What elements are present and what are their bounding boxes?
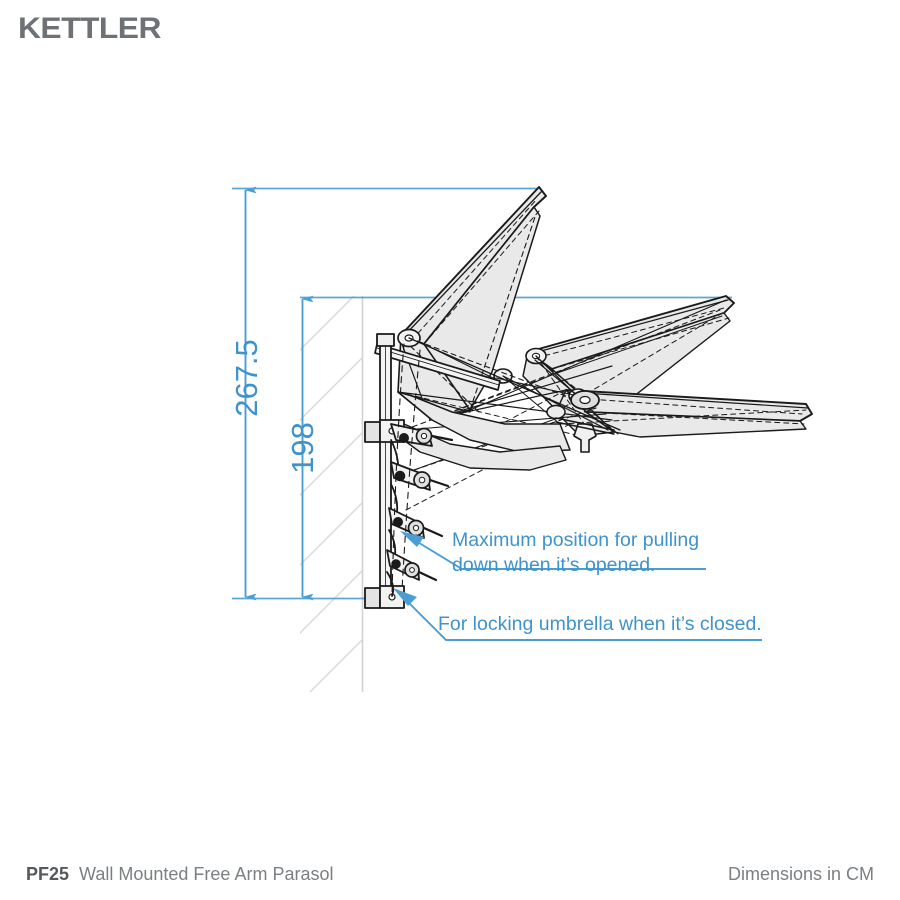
- dimension-label-overall-height: 267.5: [228, 339, 264, 417]
- wall-bracket-bottom: [364, 585, 405, 609]
- dimension-label-open-height: 198: [284, 422, 320, 474]
- leader-max-pull-down: [410, 537, 706, 570]
- dimension-198: [300, 295, 732, 601]
- leader-arrowhead-max: [400, 531, 424, 547]
- canopy-raised: [397, 186, 547, 421]
- kettler-logo: KETTLER: [18, 12, 161, 45]
- leader-arrowhead-lock: [393, 588, 417, 606]
- callout-max-pull-down: Maximum position for pulling down when i…: [452, 529, 700, 576]
- arm-segments: [386, 343, 454, 597]
- support-strut-upper: [374, 343, 501, 391]
- callout-leaders: [393, 531, 762, 641]
- product-name: Wall Mounted Free Arm Parasol: [79, 864, 334, 884]
- footer-product: PF25 Wall Mounted Free Arm Parasol: [26, 864, 333, 885]
- rib-linework: [397, 299, 807, 511]
- callout-locking-closed: For locking umbrella when it’s closed.: [438, 613, 762, 635]
- leader-locking-closed: [403, 597, 762, 641]
- units-note: Dimensions in CM: [727, 864, 874, 884]
- canopy-hub: [546, 390, 615, 453]
- product-code: PF25: [26, 864, 70, 884]
